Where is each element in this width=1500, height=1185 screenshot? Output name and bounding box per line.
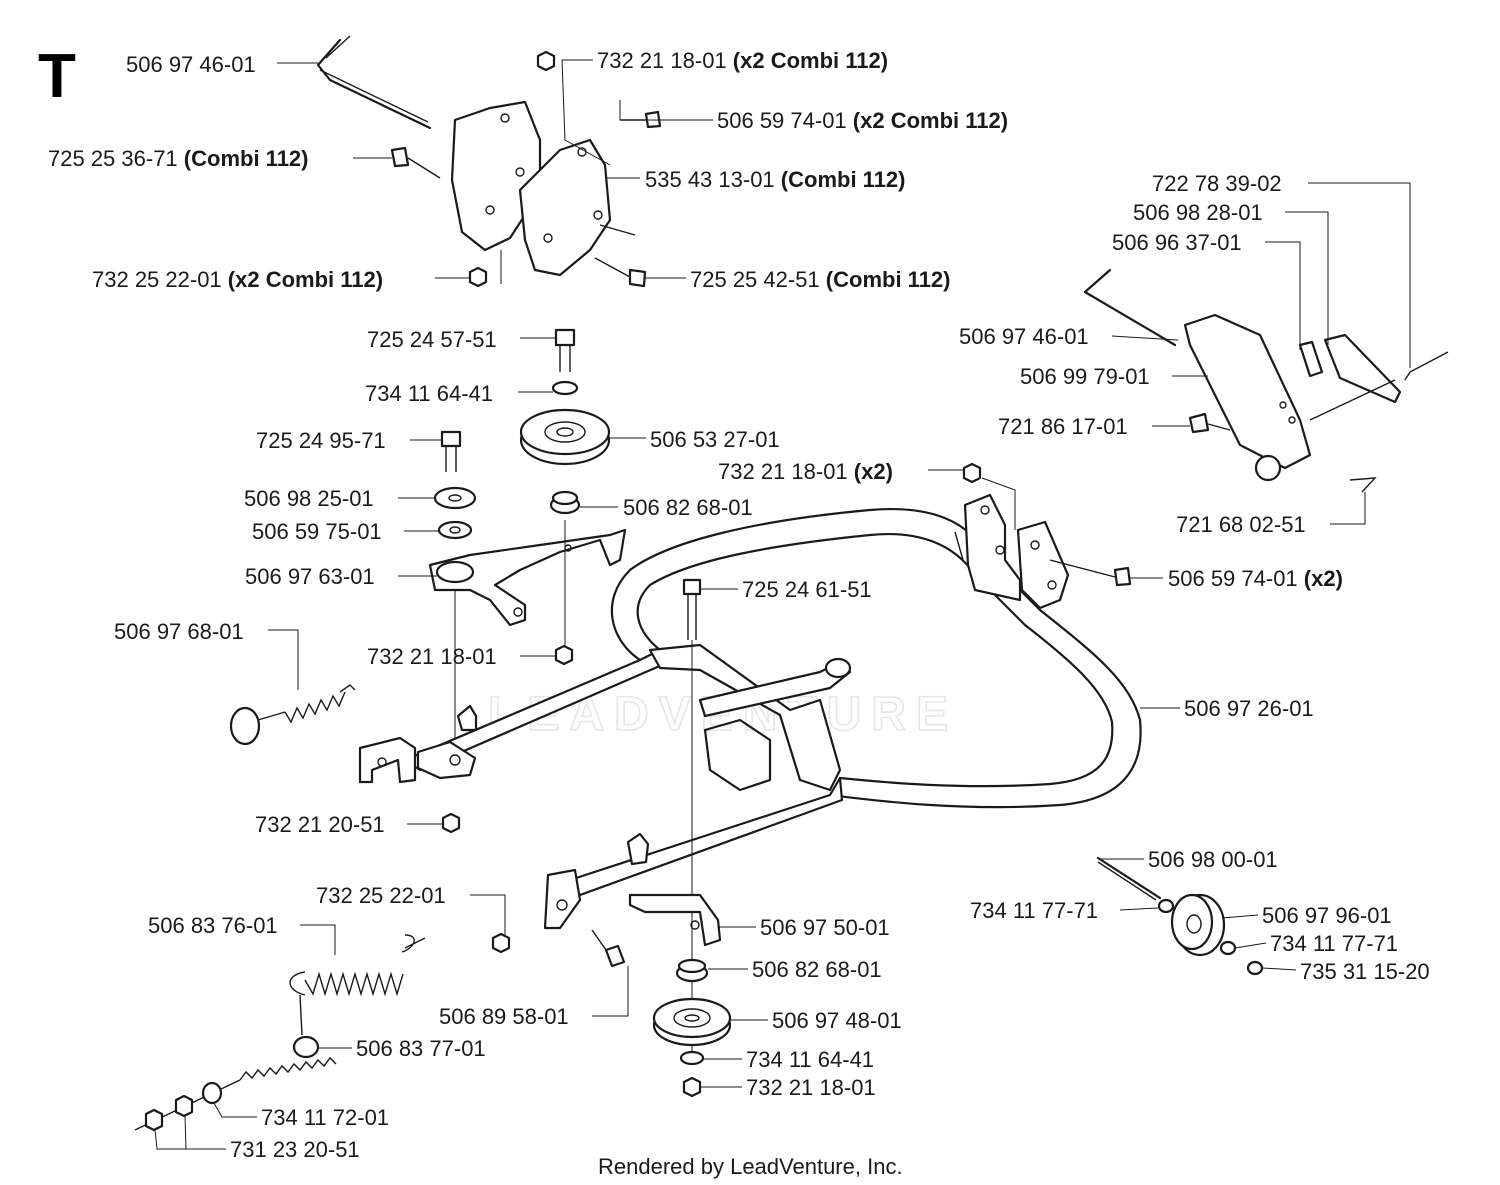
footer-credit: Rendered by LeadVenture, Inc. <box>598 1154 903 1179</box>
pedal-assembly <box>1083 268 1449 493</box>
label-l02: 732 21 18-01 (x2 Combi 112) <box>597 48 888 73</box>
label-l34: 506 83 76-01 <box>148 913 278 938</box>
label-l33: 506 97 96-01 <box>1262 903 1392 928</box>
section-letter: T <box>38 42 76 111</box>
nut-icon <box>962 462 982 484</box>
nut-icon <box>441 812 461 834</box>
label-l13: 721 86 17-01 <box>998 414 1128 439</box>
nut-icon <box>491 932 511 954</box>
label-l07: 725 25 42-51 (Combi 112) <box>690 267 951 292</box>
label-l12: 506 99 79-01 <box>1020 364 1150 389</box>
label-l27: 732 21 18-01 <box>367 644 497 669</box>
label-l11: 506 97 46-01 <box>959 324 1089 349</box>
label-l08: 722 78 39-02 <box>1152 171 1282 196</box>
nut-icon <box>536 50 556 72</box>
nut-icon <box>468 266 488 288</box>
label-l23: 506 97 63-01 <box>245 564 375 589</box>
label-l06: 732 25 22-01 (x2 Combi 112) <box>92 267 383 292</box>
label-l24: 725 24 61-51 <box>742 577 872 602</box>
label-l40: 506 97 48-01 <box>772 1008 902 1033</box>
label-l25: 506 59 74-01 (x2) <box>1168 566 1343 591</box>
spring-large <box>134 934 426 1132</box>
label-l42: 734 11 64-41 <box>746 1047 874 1072</box>
label-l44: 734 11 72-01 <box>261 1105 389 1130</box>
label-l21: 506 82 68-01 <box>623 495 753 520</box>
label-l38: 506 82 68-01 <box>752 957 882 982</box>
label-l41: 506 83 77-01 <box>356 1036 486 1061</box>
label-l16: 734 11 64-41 <box>365 381 493 406</box>
label-l14: 721 68 02-51 <box>1176 512 1306 537</box>
label-l05: 535 43 13-01 (Combi 112) <box>645 167 906 192</box>
label-l26: 506 97 68-01 <box>114 619 244 644</box>
label-l01: 506 97 46-01 <box>126 52 256 77</box>
label-l45: 731 23 20-51 <box>230 1137 360 1162</box>
label-l29: 732 21 20-51 <box>255 812 385 837</box>
label-l35: 506 97 50-01 <box>760 915 890 940</box>
label-l31: 732 25 22-01 <box>316 883 446 908</box>
wheel-assembly <box>1096 856 1264 976</box>
label-l04: 725 25 36-71 (Combi 112) <box>48 146 309 171</box>
leader-lines <box>154 59 1411 1150</box>
label-l22: 506 59 75-01 <box>252 519 382 544</box>
label-l17: 506 53 27-01 <box>650 427 780 452</box>
label-l37: 735 31 15-20 <box>1300 959 1430 984</box>
label-l39: 506 89 58-01 <box>439 1004 569 1029</box>
label-l32: 734 11 77-71 <box>970 898 1098 923</box>
nut-icon <box>144 1108 164 1132</box>
tensioner-stack <box>428 328 627 758</box>
label-l20: 506 98 25-01 <box>244 486 374 511</box>
label-l43: 732 21 18-01 <box>746 1075 876 1100</box>
label-l36: 734 11 77-71 <box>1270 931 1398 956</box>
nut-icon <box>682 1076 702 1098</box>
label-l30: 506 98 00-01 <box>1148 847 1278 872</box>
bracket-lower <box>628 893 722 947</box>
label-l03: 506 59 74-01 (x2 Combi 112) <box>717 108 1008 133</box>
nut-icon <box>554 644 574 666</box>
spring-small <box>229 684 356 746</box>
label-l10: 506 96 37-01 <box>1112 230 1242 255</box>
label-l28: 506 97 26-01 <box>1184 696 1314 721</box>
top-bracket-assembly <box>316 35 662 288</box>
part-labels: 506 97 46-01 732 21 18-01 (x2 Combi 112)… <box>48 48 1430 1162</box>
nut-icon <box>174 1094 194 1118</box>
label-l09: 506 98 28-01 <box>1133 200 1263 225</box>
label-l19: 732 21 18-01 (x2) <box>718 459 893 484</box>
main-frame <box>358 462 1142 1065</box>
label-l18: 725 24 95-71 <box>256 428 386 453</box>
label-l15: 725 24 57-51 <box>367 327 497 352</box>
